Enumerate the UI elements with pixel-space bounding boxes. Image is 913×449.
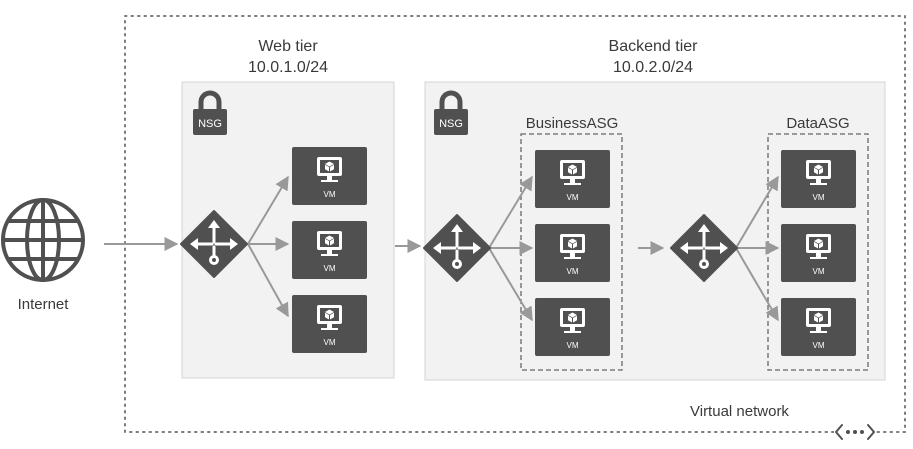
vm-label: VM — [567, 341, 579, 350]
web-lb-to-vm3-arrow — [247, 243, 289, 318]
virtual-network-label: Virtual network — [690, 403, 789, 420]
business-vm-2: VM — [535, 224, 610, 282]
data-asg-label: DataASG — [786, 115, 849, 132]
business-lb-to-vm1-arrow — [488, 175, 533, 249]
backend-nsg-label: NSG — [439, 118, 463, 130]
business-vm-3: VM — [535, 298, 610, 356]
data-vm-1: VM — [781, 150, 856, 208]
globe-icon — [1, 198, 85, 282]
backend-tier-title: Backend tier — [609, 38, 699, 55]
business-lb-to-vm3-arrow — [488, 247, 533, 322]
vm-label: VM — [567, 267, 579, 276]
virtual-network-boundary — [124, 15, 906, 433]
data-lb-to-vm3-arrow — [735, 247, 779, 322]
web-lb-to-vm1-arrow — [247, 175, 289, 245]
web-nsg-label: NSG — [198, 118, 222, 130]
data-lb-to-vm1-arrow — [735, 175, 779, 249]
vm-label: VM — [324, 190, 336, 199]
vm-label: VM — [324, 264, 336, 273]
web-vm-3: VM — [292, 295, 367, 353]
connection-arrows — [104, 175, 780, 322]
vm-label: VM — [813, 267, 825, 276]
web-vm-1: VM — [292, 147, 367, 205]
web-nsg-lock-icon: NSG — [193, 93, 227, 135]
business-asg-label: BusinessASG — [526, 115, 619, 132]
web-vm-2: VM — [292, 221, 367, 279]
vm-label: VM — [813, 193, 825, 202]
vm-label: VM — [567, 193, 579, 202]
backend-nsg-lock-icon: NSG — [434, 93, 468, 135]
virtual-network-icon — [834, 422, 876, 442]
web-tier-subnet-label: 10.0.1.0/24 — [248, 59, 328, 76]
web-tier-title: Web tier — [258, 38, 318, 55]
internet-label: Internet — [18, 296, 70, 313]
vm-label: VM — [813, 341, 825, 350]
business-vm-1: VM — [535, 150, 610, 208]
data-vm-2: VM — [781, 224, 856, 282]
backend-tier-subnet-label: 10.0.2.0/24 — [613, 59, 693, 76]
vm-label: VM — [324, 338, 336, 347]
data-vm-3: VM — [781, 298, 856, 356]
